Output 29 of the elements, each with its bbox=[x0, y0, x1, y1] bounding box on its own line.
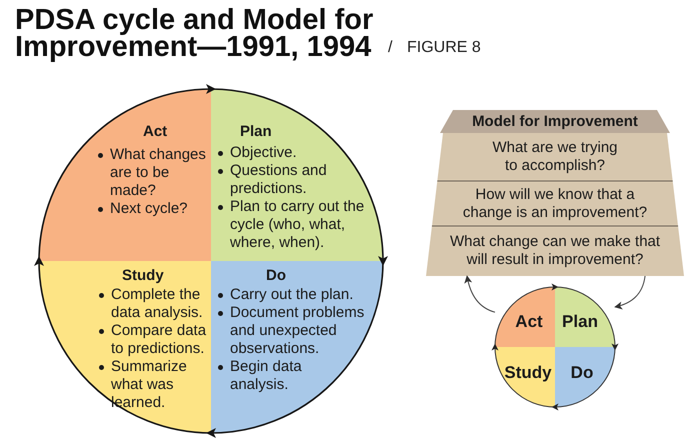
bullet-text: Document problems and unexpected observations. bbox=[230, 304, 366, 358]
bullet-text: Questions and predictions. bbox=[230, 162, 328, 198]
quadrant-label: Plan bbox=[562, 312, 598, 332]
quadrant-label: Study bbox=[504, 363, 552, 383]
question-text: What change can we make that will result in improvement? bbox=[440, 233, 670, 269]
bullet-text: Carry out the plan. bbox=[230, 286, 354, 304]
bullet-text: Complete the data analysis. bbox=[111, 286, 204, 322]
quadrant-heading: Study bbox=[122, 266, 164, 286]
bullet-text: Plan to carry out the cycle (who, what, where, when). bbox=[230, 198, 366, 252]
quadrant-heading: Plan bbox=[240, 122, 272, 142]
question-text: What are we trying to accomplish? bbox=[485, 139, 625, 175]
bullet-text: Summarize what was learned. bbox=[111, 358, 188, 412]
quadrant-heading: Act bbox=[143, 122, 168, 142]
quadrant-heading: Do bbox=[266, 266, 286, 286]
quadrant-label: Do bbox=[570, 363, 594, 383]
panel-heading: Model for Improvement bbox=[472, 112, 638, 130]
bullet-text: What changes are to be made? bbox=[110, 146, 207, 200]
bullet-text: Objective. bbox=[230, 144, 297, 162]
bullet-text: Compare data to predictions. bbox=[111, 322, 208, 358]
bullet-text: Begin data analysis. bbox=[230, 358, 303, 394]
quadrant-label: Act bbox=[515, 312, 543, 332]
figure-number: FIGURE 8 bbox=[407, 39, 481, 57]
curved-arrow bbox=[464, 275, 496, 313]
bullet-text: Next cycle? bbox=[110, 200, 188, 218]
curved-arrow bbox=[614, 276, 646, 310]
figure-title: PDSA cycle and Model for Improvement—1991, 1994 bbox=[15, 7, 374, 61]
trapezoid-panel bbox=[426, 110, 684, 276]
question-text: How will we know that a change is an improvement? bbox=[458, 186, 652, 222]
title-separator: / bbox=[388, 39, 392, 57]
